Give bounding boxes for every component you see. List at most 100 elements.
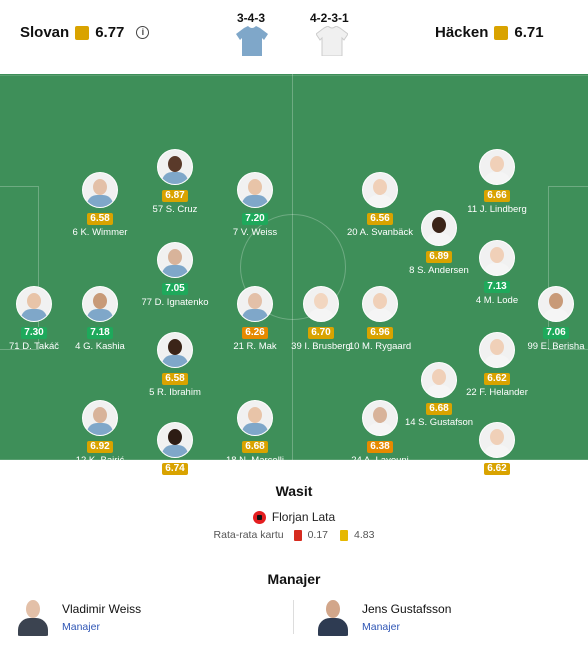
away-player[interactable]: 7.06 99 E. Berisha bbox=[511, 286, 588, 352]
player-avatar bbox=[303, 286, 339, 322]
home-penalty-area bbox=[0, 186, 39, 350]
player-name: 99 E. Berisha bbox=[527, 341, 585, 352]
player-rating-badge: 6.58 bbox=[87, 213, 113, 225]
pitch-border bbox=[0, 75, 588, 460]
home-team[interactable]: Slovan 6.77 i bbox=[20, 24, 150, 41]
referee-row[interactable]: Florjan Lata bbox=[0, 510, 588, 524]
away-player[interactable]: 6.56 20 A. Svanbäck bbox=[335, 172, 425, 238]
manager-divider bbox=[293, 600, 294, 634]
player-rating-badge: 7.06 bbox=[543, 327, 569, 339]
manager-avatar bbox=[16, 598, 50, 636]
player-rating-badge: 6.62 bbox=[484, 463, 510, 475]
player-rating-badge: 7.18 bbox=[87, 327, 113, 339]
info-icon[interactable]: i bbox=[136, 26, 150, 39]
player-rating-badge: 6.74 bbox=[162, 463, 188, 475]
center-circle bbox=[240, 214, 346, 320]
away-manager[interactable]: Jens Gustafsson Manajer bbox=[316, 598, 451, 636]
red-card-icon bbox=[293, 529, 302, 541]
player-rating-badge: 6.58 bbox=[162, 373, 188, 385]
home-player[interactable]: 7.20 7 V. Weiss bbox=[210, 172, 300, 238]
player-name: 21 R. Mak bbox=[233, 341, 277, 352]
player-avatar bbox=[82, 172, 118, 208]
away-shirt-icon bbox=[316, 26, 348, 56]
player-rating-badge: 6.26 bbox=[242, 327, 268, 339]
player-avatar bbox=[157, 422, 193, 458]
yellow-card-average: 4.83 bbox=[354, 529, 375, 541]
player-avatar bbox=[157, 242, 193, 278]
player-name: 20 A. Svanbäck bbox=[346, 227, 414, 238]
player-rating-badge: 6.87 bbox=[162, 190, 188, 202]
home-team-rating: 6.77 bbox=[95, 24, 125, 41]
cards-label: Rata-rata kartu bbox=[213, 529, 284, 541]
away-player[interactable]: 6.70 39 I. Brusberg bbox=[276, 286, 366, 352]
player-rating-badge: 6.92 bbox=[87, 441, 113, 453]
home-player[interactable]: 7.18 4 G. Kashia bbox=[55, 286, 145, 352]
yellow-card-icon bbox=[340, 529, 349, 541]
home-shirt-icon bbox=[236, 26, 268, 56]
player-avatar bbox=[479, 149, 515, 185]
away-player[interactable]: 6.68 14 S. Gustafson bbox=[394, 362, 484, 428]
player-avatar bbox=[157, 332, 193, 368]
player-name: 77 D. Ignatenko bbox=[141, 297, 209, 308]
away-manager-name: Jens Gustafsson bbox=[362, 601, 452, 616]
home-manager[interactable]: Vladimir Weiss Manajer bbox=[16, 598, 141, 636]
player-rating-badge: 6.62 bbox=[484, 373, 510, 385]
player-name: 8 S. Andersen bbox=[409, 265, 469, 276]
player-avatar bbox=[362, 172, 398, 208]
player-rating-badge: 7.13 bbox=[484, 281, 510, 293]
player-rating-badge: 6.70 bbox=[308, 327, 334, 339]
player-name: 39 I. Brusberg bbox=[291, 341, 351, 352]
player-rating-badge: 7.30 bbox=[21, 327, 47, 339]
away-player[interactable]: 6.62 22 F. Helander bbox=[452, 332, 542, 398]
player-name: 4 M. Lode bbox=[475, 295, 519, 306]
player-name: 18 N. Marcelli bbox=[225, 455, 285, 466]
home-manager-name: Vladimir Weiss bbox=[62, 601, 142, 616]
managers-title: Manajer bbox=[267, 571, 321, 587]
player-avatar bbox=[16, 286, 52, 322]
player-rating-badge: 6.68 bbox=[426, 403, 452, 415]
home-team-name: Slovan bbox=[20, 24, 70, 41]
referee-title: Wasit bbox=[275, 483, 313, 499]
home-player[interactable]: 6.26 21 R. Mak bbox=[210, 286, 300, 352]
player-avatar bbox=[362, 286, 398, 322]
manager-avatar bbox=[316, 598, 350, 636]
player-rating-badge: 7.20 bbox=[242, 213, 268, 225]
player-name: 71 D. Takáč bbox=[9, 341, 59, 352]
home-manager-role: Manajer bbox=[62, 620, 100, 633]
player-avatar bbox=[362, 400, 398, 436]
away-formation: 4-2-3-1 bbox=[310, 11, 349, 25]
away-penalty-area bbox=[548, 186, 588, 350]
away-manager-role: Manajer bbox=[362, 620, 400, 633]
away-team-name: Häcken bbox=[435, 24, 489, 41]
home-formation: 3-4-3 bbox=[237, 11, 266, 25]
rating-box-icon bbox=[75, 25, 90, 40]
cards-row: Rata-rata kartu 0.17 4.83 bbox=[0, 529, 588, 541]
referee-name: Florjan Lata bbox=[271, 510, 336, 524]
player-name: 7 V. Weiss bbox=[232, 227, 278, 238]
player-name: 14 S. Gustafson bbox=[404, 417, 474, 428]
player-rating-badge: 6.66 bbox=[484, 190, 510, 202]
player-name: 22 F. Helander bbox=[466, 387, 528, 398]
player-avatar bbox=[82, 286, 118, 322]
player-name: 10 M. Rygaard bbox=[348, 341, 412, 352]
away-team[interactable]: Häcken 6.71 bbox=[435, 24, 544, 41]
albania-flag-icon bbox=[252, 510, 266, 524]
player-name: 4 G. Kashia bbox=[75, 341, 125, 352]
player-avatar bbox=[421, 362, 457, 398]
away-player[interactable]: 7.13 4 M. Lode bbox=[452, 240, 542, 306]
home-player[interactable]: 7.30 71 D. Takáč bbox=[0, 286, 79, 352]
player-avatar bbox=[237, 286, 273, 322]
player-rating-badge: 6.56 bbox=[367, 213, 393, 225]
